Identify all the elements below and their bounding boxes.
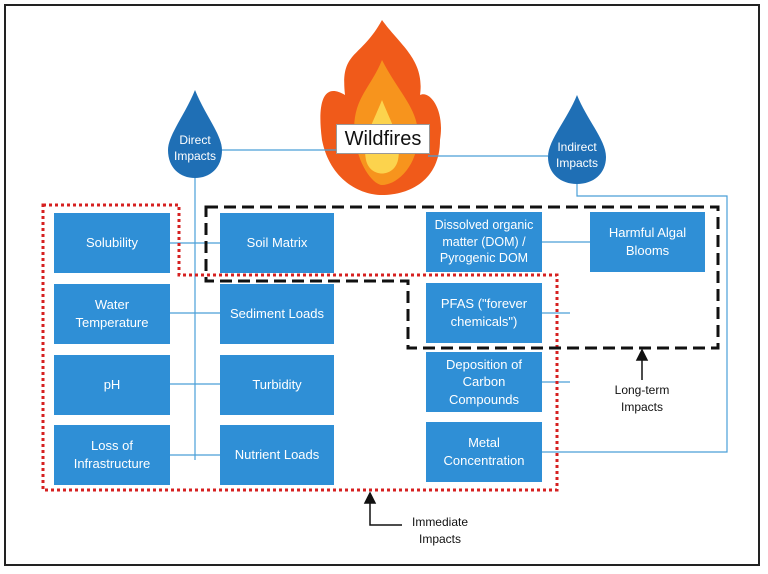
soil-matrix-box: Soil Matrix	[220, 213, 334, 273]
direct-impacts-label: Direct Impacts	[173, 133, 216, 163]
longterm-impacts-label: Long-term Impacts	[614, 383, 670, 414]
immediate-impacts-label: Immediate Impacts	[411, 515, 469, 546]
turbidity-box: Turbidity	[220, 355, 334, 415]
figure-frame	[4, 4, 760, 566]
harmful-algal-blooms-box: Harmful Algal Blooms	[590, 212, 705, 272]
sediment-loads-box: Sediment Loads	[220, 284, 334, 344]
dom-box: Dissolved organic matter (DOM) / Pyrogen…	[426, 212, 542, 272]
solubility-box: Solubility	[54, 213, 170, 273]
water-temperature-box: Water Temperature	[54, 284, 170, 344]
longterm-impacts-border	[204, 205, 720, 350]
nutrient-loads-box: Nutrient Loads	[220, 425, 334, 485]
immediate-impacts-border	[41, 203, 559, 492]
pfas-box: PFAS ("forever chemicals")	[426, 283, 542, 343]
flame-icon	[320, 20, 441, 195]
wildfires-title: Wildfires	[336, 124, 430, 154]
indirect-impacts-label: Indirect Impacts	[555, 140, 598, 170]
direct-drop-icon	[168, 90, 222, 178]
carbon-compounds-box: Deposition of Carbon Compounds	[426, 352, 542, 412]
indirect-drop-icon	[548, 95, 606, 184]
ph-box: pH	[54, 355, 170, 415]
metal-concentration-box: Metal Concentration	[426, 422, 542, 482]
loss-of-infrastructure-box: Loss of Infrastructure	[54, 425, 170, 485]
